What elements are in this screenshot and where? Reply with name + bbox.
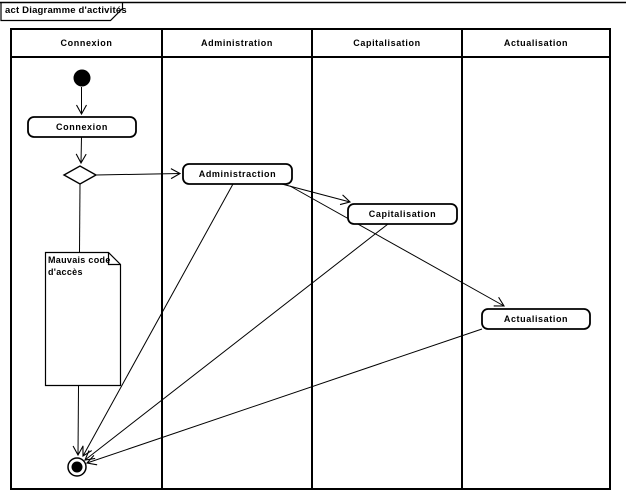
frame-label: act Diagramme d'activités (5, 5, 127, 16)
note-shape[interactable] (44, 251, 122, 387)
edge-decision-to-administraction[interactable] (95, 168, 182, 180)
lane-header-actualisation[interactable]: Actualisation (503, 38, 569, 48)
final-node-inner-dot (71, 461, 83, 473)
edge-connexion-to-decision[interactable] (75, 136, 87, 165)
note-text[interactable]: Mauvais code d'accès (48, 255, 111, 277)
swimlane-table-border (10, 28, 611, 490)
edge-actualisation-to-final[interactable] (85, 328, 483, 466)
lane-header-connexion[interactable]: Connexion (60, 38, 113, 48)
activity-box-actualisation[interactable] (481, 308, 591, 330)
initial-node[interactable] (73, 69, 91, 87)
final-node[interactable] (67, 457, 87, 477)
activity-label-capitalisation[interactable]: Capitalisation (368, 209, 437, 219)
edge-administraction-to-final[interactable] (82, 183, 234, 457)
edge-capitalisation-to-final[interactable] (84, 223, 389, 461)
activity-box-capitalisation[interactable] (347, 203, 458, 225)
frame-tab (0, 2, 124, 22)
activity-box-administraction[interactable] (182, 163, 293, 185)
activity-box-connexion[interactable] (27, 116, 137, 138)
lane-header-administration[interactable]: Administration (201, 38, 273, 48)
activity-label-connexion[interactable]: Connexion (56, 122, 108, 132)
edge-administraction-to-actualisation[interactable] (289, 185, 505, 307)
activity-label-administraction[interactable]: Administraction (198, 169, 277, 179)
activity-label-actualisation[interactable]: Actualisation (503, 314, 569, 324)
decision-diamond[interactable] (62, 165, 98, 185)
lane-header-capitalisation[interactable]: Capitalisation (353, 38, 421, 48)
